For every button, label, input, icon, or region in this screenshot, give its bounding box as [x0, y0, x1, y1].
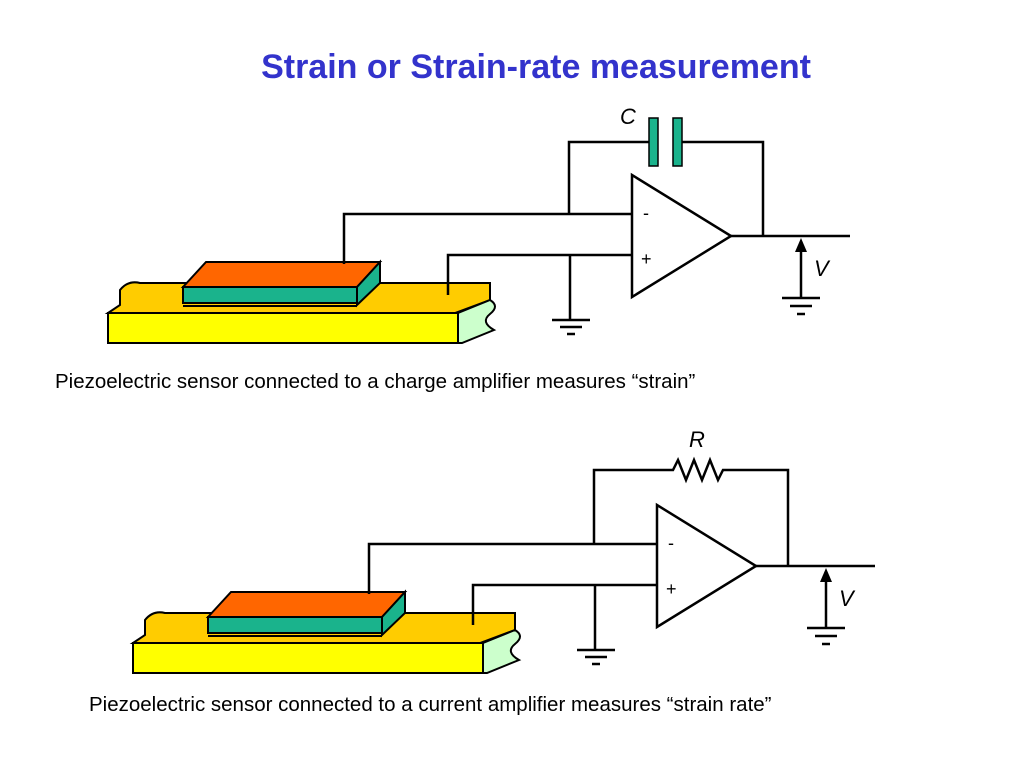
beam-with-sensor-1 — [107, 261, 496, 344]
op-amp-1 — [630, 172, 734, 300]
ground-icon — [552, 318, 590, 336]
wire-sensor-to-minus-1 — [342, 212, 632, 264]
caption-current-amplifier: Piezoelectric sensor connected to a curr… — [89, 693, 772, 716]
page-title: Strain or Strain-rate measurement — [261, 48, 811, 86]
op-amp-2 — [655, 502, 759, 630]
ground-icon — [577, 648, 615, 666]
inverting-input-sign: - — [643, 203, 649, 223]
noninverting-input-sign: + — [641, 249, 652, 269]
caption-charge-amplifier: Piezoelectric sensor connected to a char… — [55, 370, 696, 393]
beam-with-sensor-2 — [132, 591, 521, 674]
noninverting-input-sign: + — [666, 579, 677, 599]
circuit-1: - + C V — [107, 104, 850, 344]
output-voltage-label: V — [814, 256, 831, 281]
wire-sensor-to-minus-2 — [367, 542, 657, 594]
voltage-arrow-icon — [795, 238, 807, 298]
output-voltage-label: V — [839, 586, 856, 611]
voltage-arrow-icon — [820, 568, 832, 628]
circuit-2: - + R V — [132, 427, 875, 674]
resistor-label: R — [689, 427, 705, 452]
ground-icon — [782, 296, 820, 316]
ground-icon — [807, 626, 845, 646]
capacitor-label: C — [620, 104, 636, 129]
inverting-input-sign: - — [668, 533, 674, 553]
resistor-icon — [592, 456, 790, 566]
capacitor-icon — [648, 117, 683, 167]
